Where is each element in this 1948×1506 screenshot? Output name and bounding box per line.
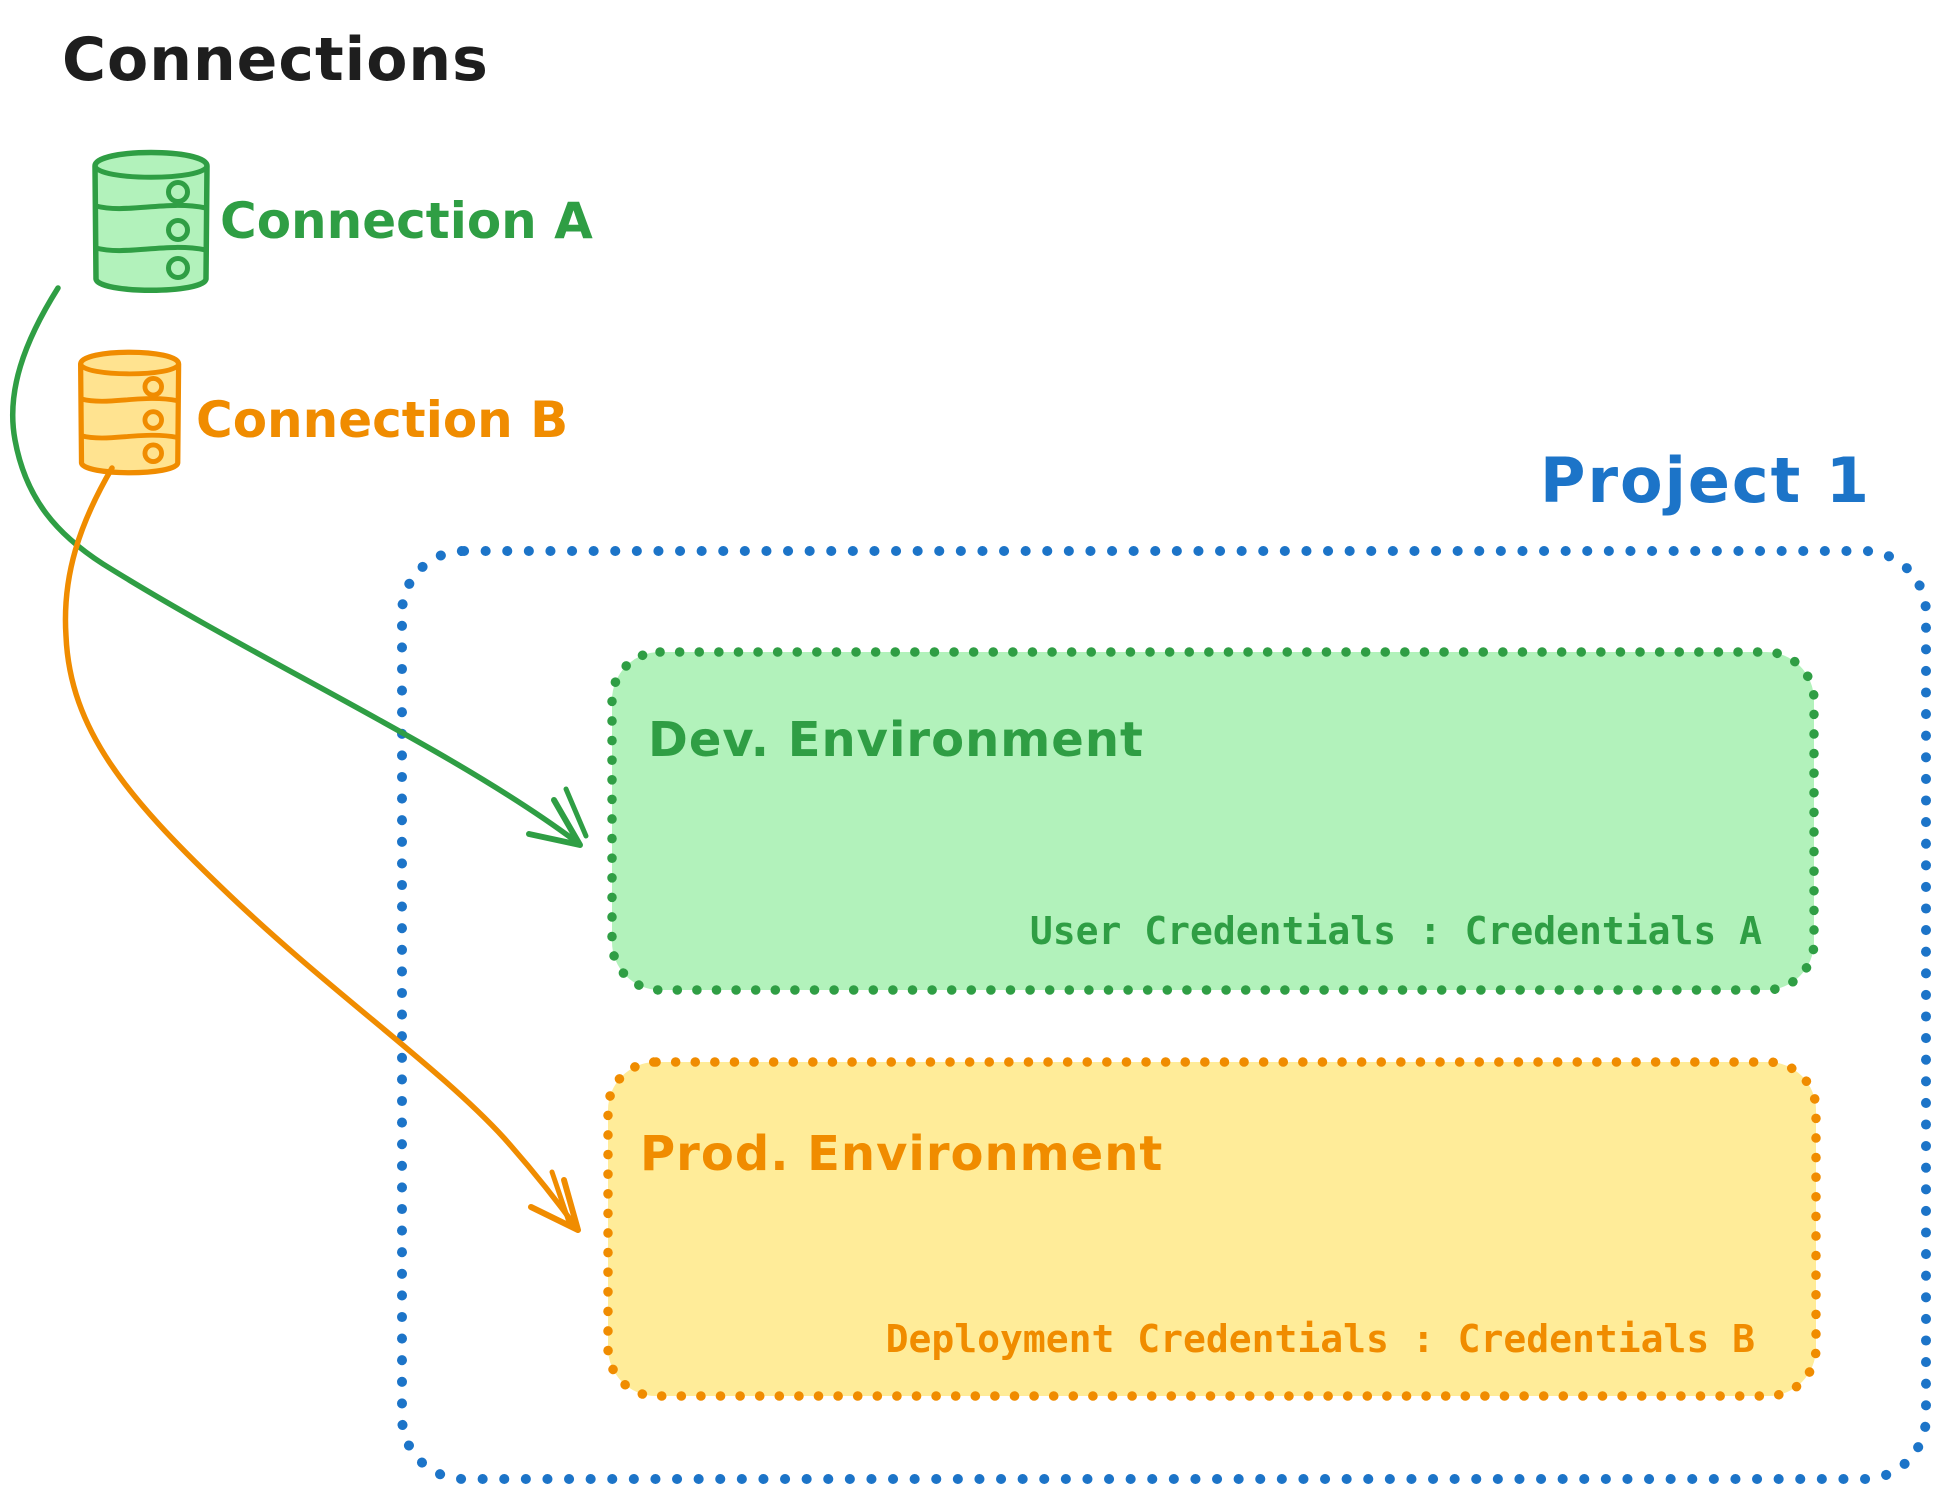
connection-a-label: Connection A xyxy=(220,192,593,250)
prod-environment-box: Prod. Environment Deployment Credentials… xyxy=(603,1057,1821,1401)
dev-environment-title: Dev. Environment xyxy=(648,712,1144,768)
connection-a-item: Connection A xyxy=(92,149,593,293)
dev-environment-credentials: User Credentials : Credentials A xyxy=(1030,909,1762,953)
project-boundary xyxy=(397,546,1931,1484)
arrowhead-sketch-stroke xyxy=(563,786,589,839)
database-icon xyxy=(92,149,210,293)
connection-b-item: Connection B xyxy=(78,349,568,476)
arrowhead xyxy=(526,797,583,848)
prod-environment-border xyxy=(603,1057,1821,1401)
arrow-line xyxy=(9,285,577,843)
arrow-line xyxy=(62,465,581,1233)
arrow-connection-a-to-dev xyxy=(9,285,589,848)
dev-environment-border xyxy=(607,647,1819,995)
arrowhead-sketch-stroke xyxy=(549,1169,572,1225)
database-icon xyxy=(78,349,182,476)
prod-environment-title: Prod. Environment xyxy=(640,1126,1163,1182)
project-title: Project 1 xyxy=(1540,444,1871,517)
connection-b-label: Connection B xyxy=(196,391,568,449)
prod-environment-credentials: Deployment Credentials : Credentials B xyxy=(886,1317,1755,1361)
dev-environment-box: Dev. Environment User Credentials : Cred… xyxy=(607,647,1819,995)
arrow-connection-b-to-prod xyxy=(62,465,581,1233)
arrowhead xyxy=(528,1177,581,1233)
diagram-title: Connections xyxy=(62,25,489,95)
